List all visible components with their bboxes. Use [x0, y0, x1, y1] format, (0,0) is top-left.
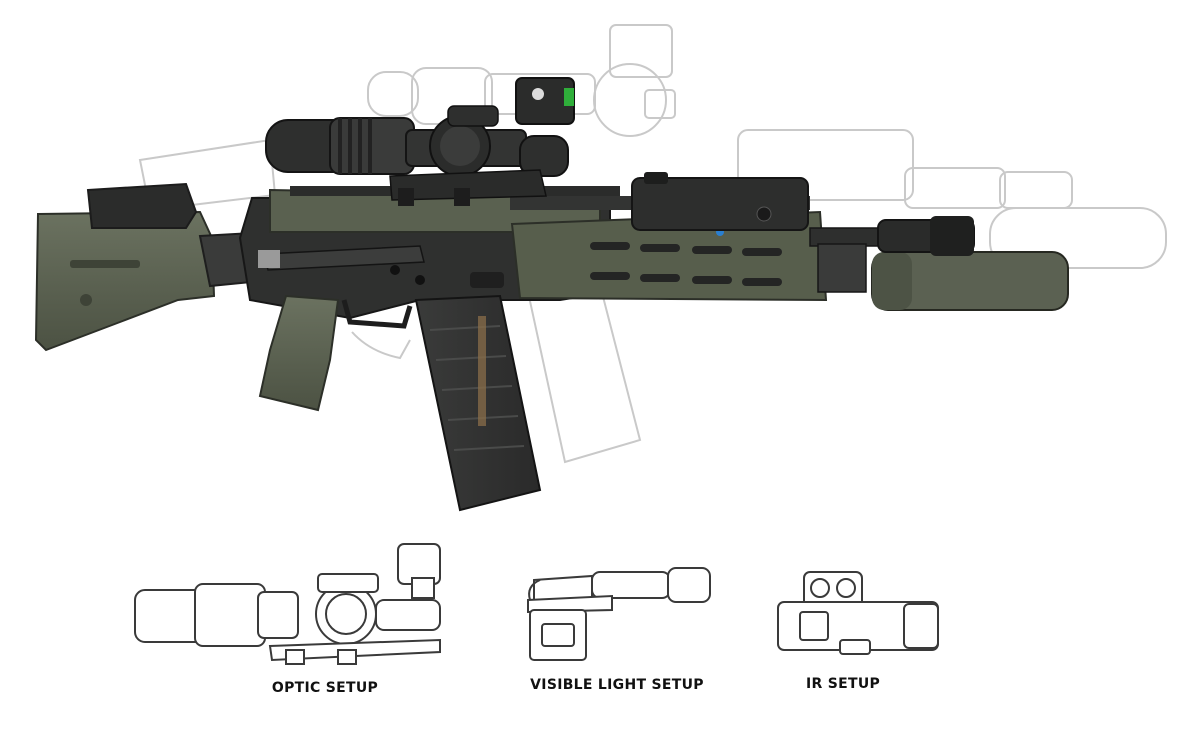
stock	[34, 182, 274, 352]
rifle-scope	[265, 77, 575, 206]
trigger-guard	[341, 299, 413, 329]
ir-setup-label: IR SETUP	[805, 676, 881, 692]
barrel	[809, 227, 881, 293]
pistol-grip	[258, 294, 340, 412]
optic-setup-label: OPTIC SETUP	[271, 680, 379, 696]
ir-setup-lineart	[777, 571, 939, 655]
suppressor	[871, 251, 1069, 311]
rifle-main	[34, 77, 1069, 512]
magazine	[414, 294, 542, 512]
ghost-suppressor	[989, 207, 1167, 269]
visible-light-setup-lineart	[527, 567, 711, 661]
ghost-magazine	[526, 283, 642, 464]
visible-light-setup-label: VISIBLE LIGHT SETUP	[530, 677, 704, 693]
ghost-configuration	[138, 24, 1167, 464]
weapon-light	[877, 216, 975, 256]
ir-laser-unit	[631, 172, 809, 231]
optic-setup-lineart	[134, 543, 441, 665]
